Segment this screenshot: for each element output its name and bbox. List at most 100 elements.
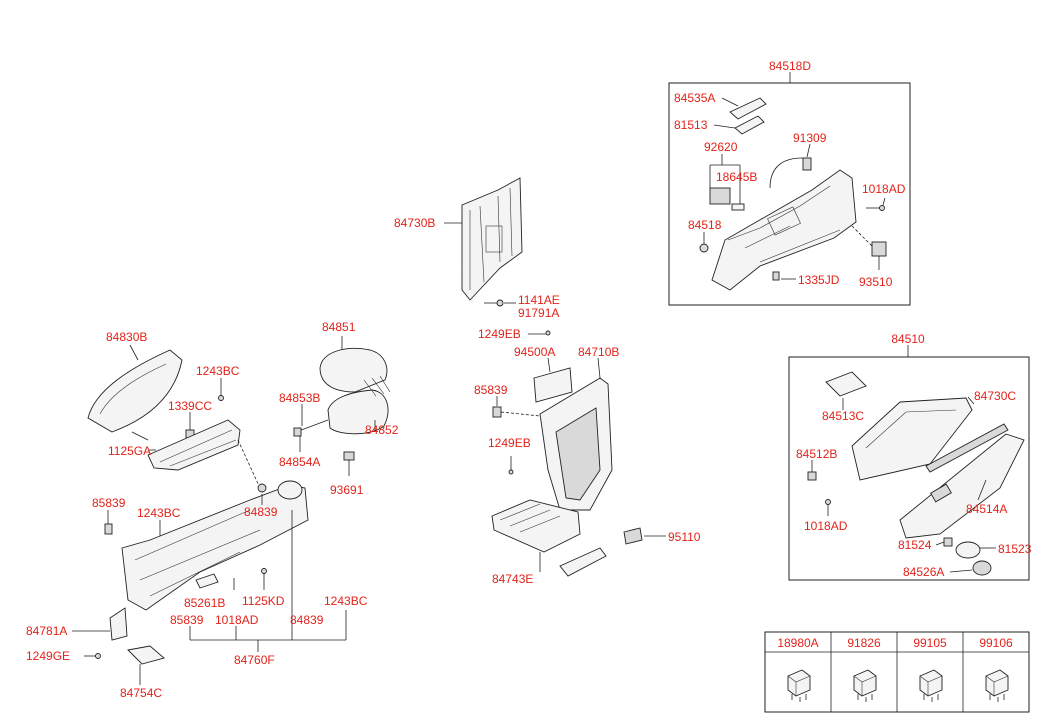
relay-icon — [919, 669, 943, 702]
label-84730B: 84730B — [394, 216, 435, 230]
part-85839-c — [492, 406, 502, 418]
label-84512B: 84512B — [796, 447, 837, 461]
group-84851: 84851 84852 84853B 84854A 93691 — [279, 320, 399, 497]
part-1018AD-c — [825, 499, 831, 505]
relay-icon — [985, 669, 1009, 702]
label-81524: 81524 — [898, 538, 932, 552]
group-84518D: 84518D 84535A 81513 91309 92620 18645B 1… — [668, 59, 911, 306]
label-93691: 93691 — [330, 483, 364, 497]
part-84730B-bracket — [461, 177, 523, 301]
label-91309: 91309 — [793, 131, 827, 145]
label-1249GE: 1249GE — [26, 649, 70, 663]
dash-bracket — [237, 439, 261, 489]
part-84526A-handle — [972, 560, 992, 576]
leader-84514A — [977, 479, 987, 501]
label-84851: 84851 — [322, 320, 356, 334]
label-84518: 84518 — [688, 218, 722, 232]
part-1249EB-b-head — [508, 469, 514, 475]
label-1335JD: 1335JD — [798, 273, 840, 287]
leader-84526A — [949, 569, 973, 573]
group-84730B: 84730B 1141AE 91791A — [394, 177, 560, 320]
label-85839-c: 85839 — [474, 383, 508, 397]
part-81523-latch — [955, 541, 981, 559]
label-84518D: 84518D — [769, 59, 811, 73]
housing-rim — [865, 409, 957, 449]
leader-1018AD-a — [882, 197, 886, 206]
leader-81513 — [713, 124, 736, 129]
part-84839-bolt — [257, 483, 267, 493]
bracket-window — [485, 225, 503, 253]
parts-table-header: 99105 — [913, 636, 947, 650]
label-84839-b: 84839 — [290, 613, 324, 627]
parts-table-header: 99106 — [979, 636, 1013, 650]
label-84839-a: 84839 — [244, 505, 278, 519]
label-84854A: 84854A — [279, 455, 320, 469]
label-1018AD-a: 1018AD — [862, 182, 906, 196]
leader-81524 — [935, 541, 945, 546]
parts-table: 18980A 91826 99105 99106 — [764, 631, 1030, 713]
bracket-ribs — [469, 187, 513, 290]
part-84512B — [807, 471, 817, 481]
relay-icon — [853, 669, 877, 702]
label-1243BC-b: 1243BC — [137, 506, 181, 520]
group-center-fascia: 1249EB 94500A 84710B 85839 1249EB 84743E… — [474, 327, 701, 586]
part-84839-boot — [277, 480, 303, 500]
part-hinge-strip — [925, 423, 1009, 473]
label-84853B: 84853B — [279, 391, 320, 405]
lid-handle-recess — [930, 483, 952, 503]
label-18645B: 18645B — [716, 170, 757, 184]
label-94500A: 94500A — [514, 345, 555, 359]
label-1018AD-b: 1018AD — [215, 613, 259, 627]
part-84743E-bracket — [491, 499, 581, 553]
part-84781A — [109, 607, 128, 641]
part-93510-switch — [871, 241, 887, 257]
part-95110-socket — [623, 527, 643, 545]
label-91791A: 91791A — [518, 306, 559, 320]
part-84535A — [729, 97, 767, 120]
leader-84535A — [721, 97, 739, 107]
label-85839-b: 85839 — [170, 613, 204, 627]
label-84781A: 84781A — [26, 624, 67, 638]
label-1339CC: 1339CC — [168, 399, 212, 413]
label-93510: 93510 — [859, 275, 893, 289]
label-92620: 92620 — [704, 140, 738, 154]
part-85839-a — [104, 523, 113, 535]
label-84710B: 84710B — [578, 345, 619, 359]
part-1243BC-a — [218, 395, 224, 401]
label-84852: 84852 — [365, 423, 399, 437]
part-glovebox-housing — [711, 169, 857, 291]
part-93691 — [343, 451, 355, 461]
part-92620-lamp — [709, 187, 731, 205]
label-1125GA: 1125GA — [108, 444, 151, 458]
part-84830B-hood — [87, 349, 183, 433]
label-84730C: 84730C — [974, 389, 1016, 403]
part-1249GE — [95, 653, 101, 659]
part-cluster-bracket — [147, 419, 241, 471]
relay-icon — [787, 669, 811, 702]
part-1249EB-a — [545, 330, 551, 336]
label-85261B: 85261B — [184, 596, 225, 610]
tray-detail — [499, 503, 561, 533]
part-84743E-tray — [559, 547, 607, 577]
part-81513 — [734, 115, 765, 135]
part-84854A-clip — [293, 427, 302, 437]
part-85261B — [195, 573, 219, 589]
label-81523: 81523 — [998, 542, 1032, 556]
parts-table-header: 18980A — [777, 636, 818, 650]
leader-94500A — [547, 357, 551, 373]
label-1243BC-a: 1243BC — [196, 364, 240, 378]
label-84510: 84510 — [891, 332, 925, 346]
assembly-box-84510 — [788, 356, 1030, 581]
leader-84710B — [597, 357, 601, 379]
label-95110: 95110 — [668, 530, 701, 544]
label-1249EB-a: 1249EB — [478, 327, 521, 341]
hood-detail — [99, 363, 167, 415]
part-91309-connector — [802, 157, 812, 171]
label-84513C: 84513C — [822, 409, 864, 423]
group-84510: 84510 84513C 84730C 84512B 1018AD 84514A… — [788, 332, 1032, 581]
leader-84830B — [129, 344, 139, 361]
label-85839-a: 85839 — [92, 496, 126, 510]
label-84743E: 84743E — [492, 572, 533, 586]
label-84535A: 84535A — [674, 91, 715, 105]
